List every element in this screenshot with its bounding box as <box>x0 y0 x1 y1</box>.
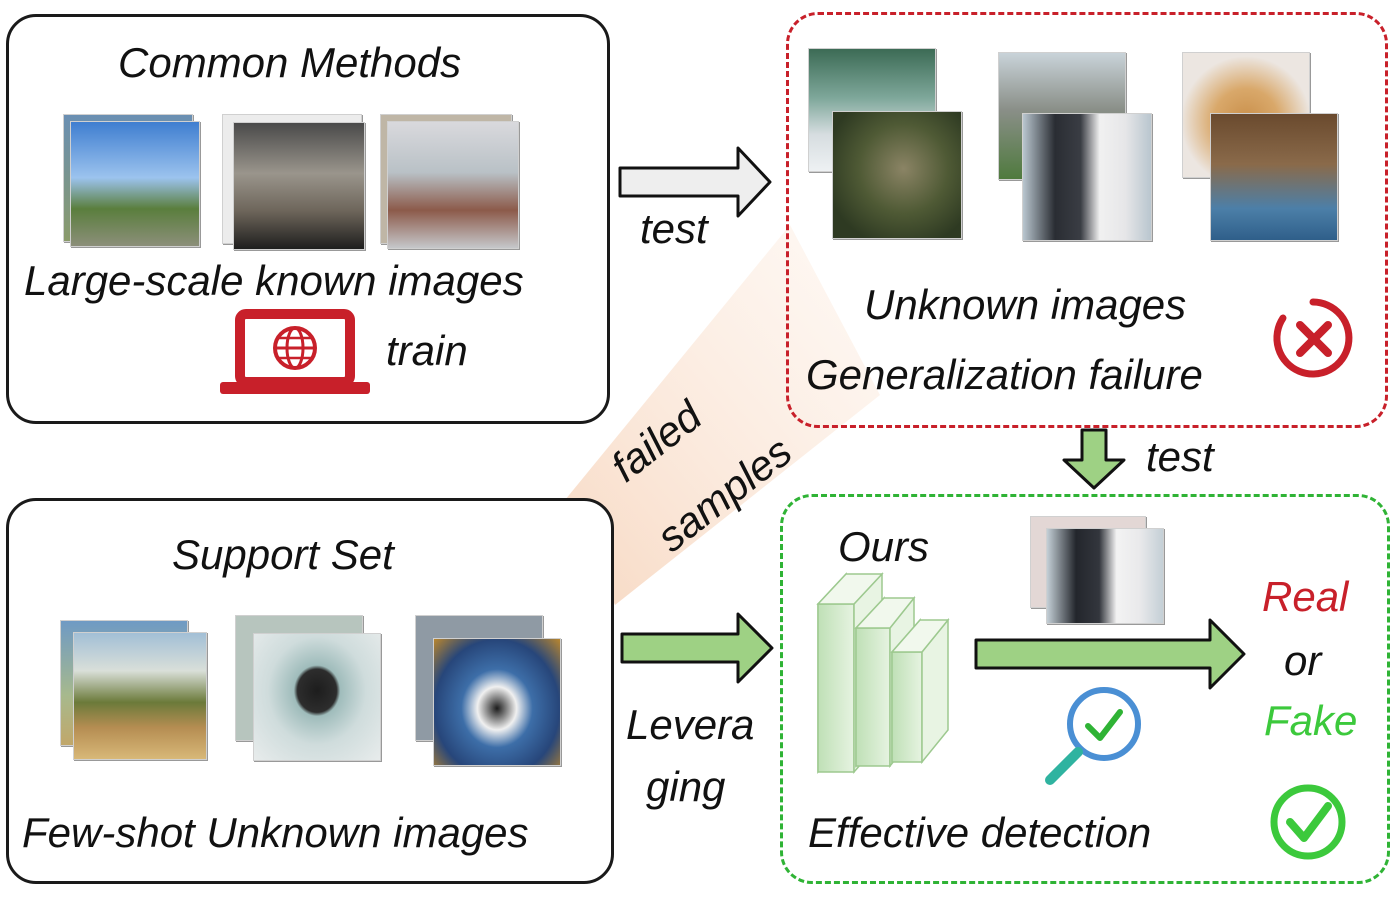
known-images-caption: Large-scale known images <box>24 257 524 304</box>
train-label: train <box>386 327 468 374</box>
support-image-2 <box>253 633 381 761</box>
few-shot-caption: Few-shot Unknown images <box>22 809 529 856</box>
down-test-arrow <box>1062 428 1126 490</box>
output-arrow <box>974 618 1246 690</box>
test-arrow <box>618 146 772 218</box>
common-methods-title: Common Methods <box>118 39 462 86</box>
effective-detection-caption: Effective detection <box>808 809 1152 856</box>
ours-title: Ours <box>838 523 930 570</box>
leveraging-label-1: Levera <box>626 701 755 748</box>
test-label-top: test <box>640 205 708 252</box>
unknown-images-panel <box>786 12 1388 428</box>
unknown-image-1 <box>832 111 962 239</box>
result-or: or <box>1284 637 1322 684</box>
known-image-3 <box>387 121 519 249</box>
known-image-2 <box>233 122 365 250</box>
known-image-1 <box>70 121 200 247</box>
unknown-image-2 <box>1022 113 1152 241</box>
support-image-3 <box>433 638 561 766</box>
leveraging-label-2: ging <box>646 763 726 810</box>
support-set-title: Support Set <box>172 531 394 578</box>
leveraging-arrow <box>620 612 774 684</box>
query-image <box>1046 528 1164 624</box>
unknown-images-caption: Unknown images <box>864 281 1187 328</box>
unknown-image-3 <box>1210 113 1338 241</box>
ours-panel <box>780 494 1390 884</box>
support-image-1 <box>73 632 207 760</box>
test-label-down: test <box>1146 433 1214 480</box>
result-real: Real <box>1262 573 1349 620</box>
result-fake: Fake <box>1264 697 1358 744</box>
generalization-failure-caption: Generalization failure <box>806 351 1203 398</box>
